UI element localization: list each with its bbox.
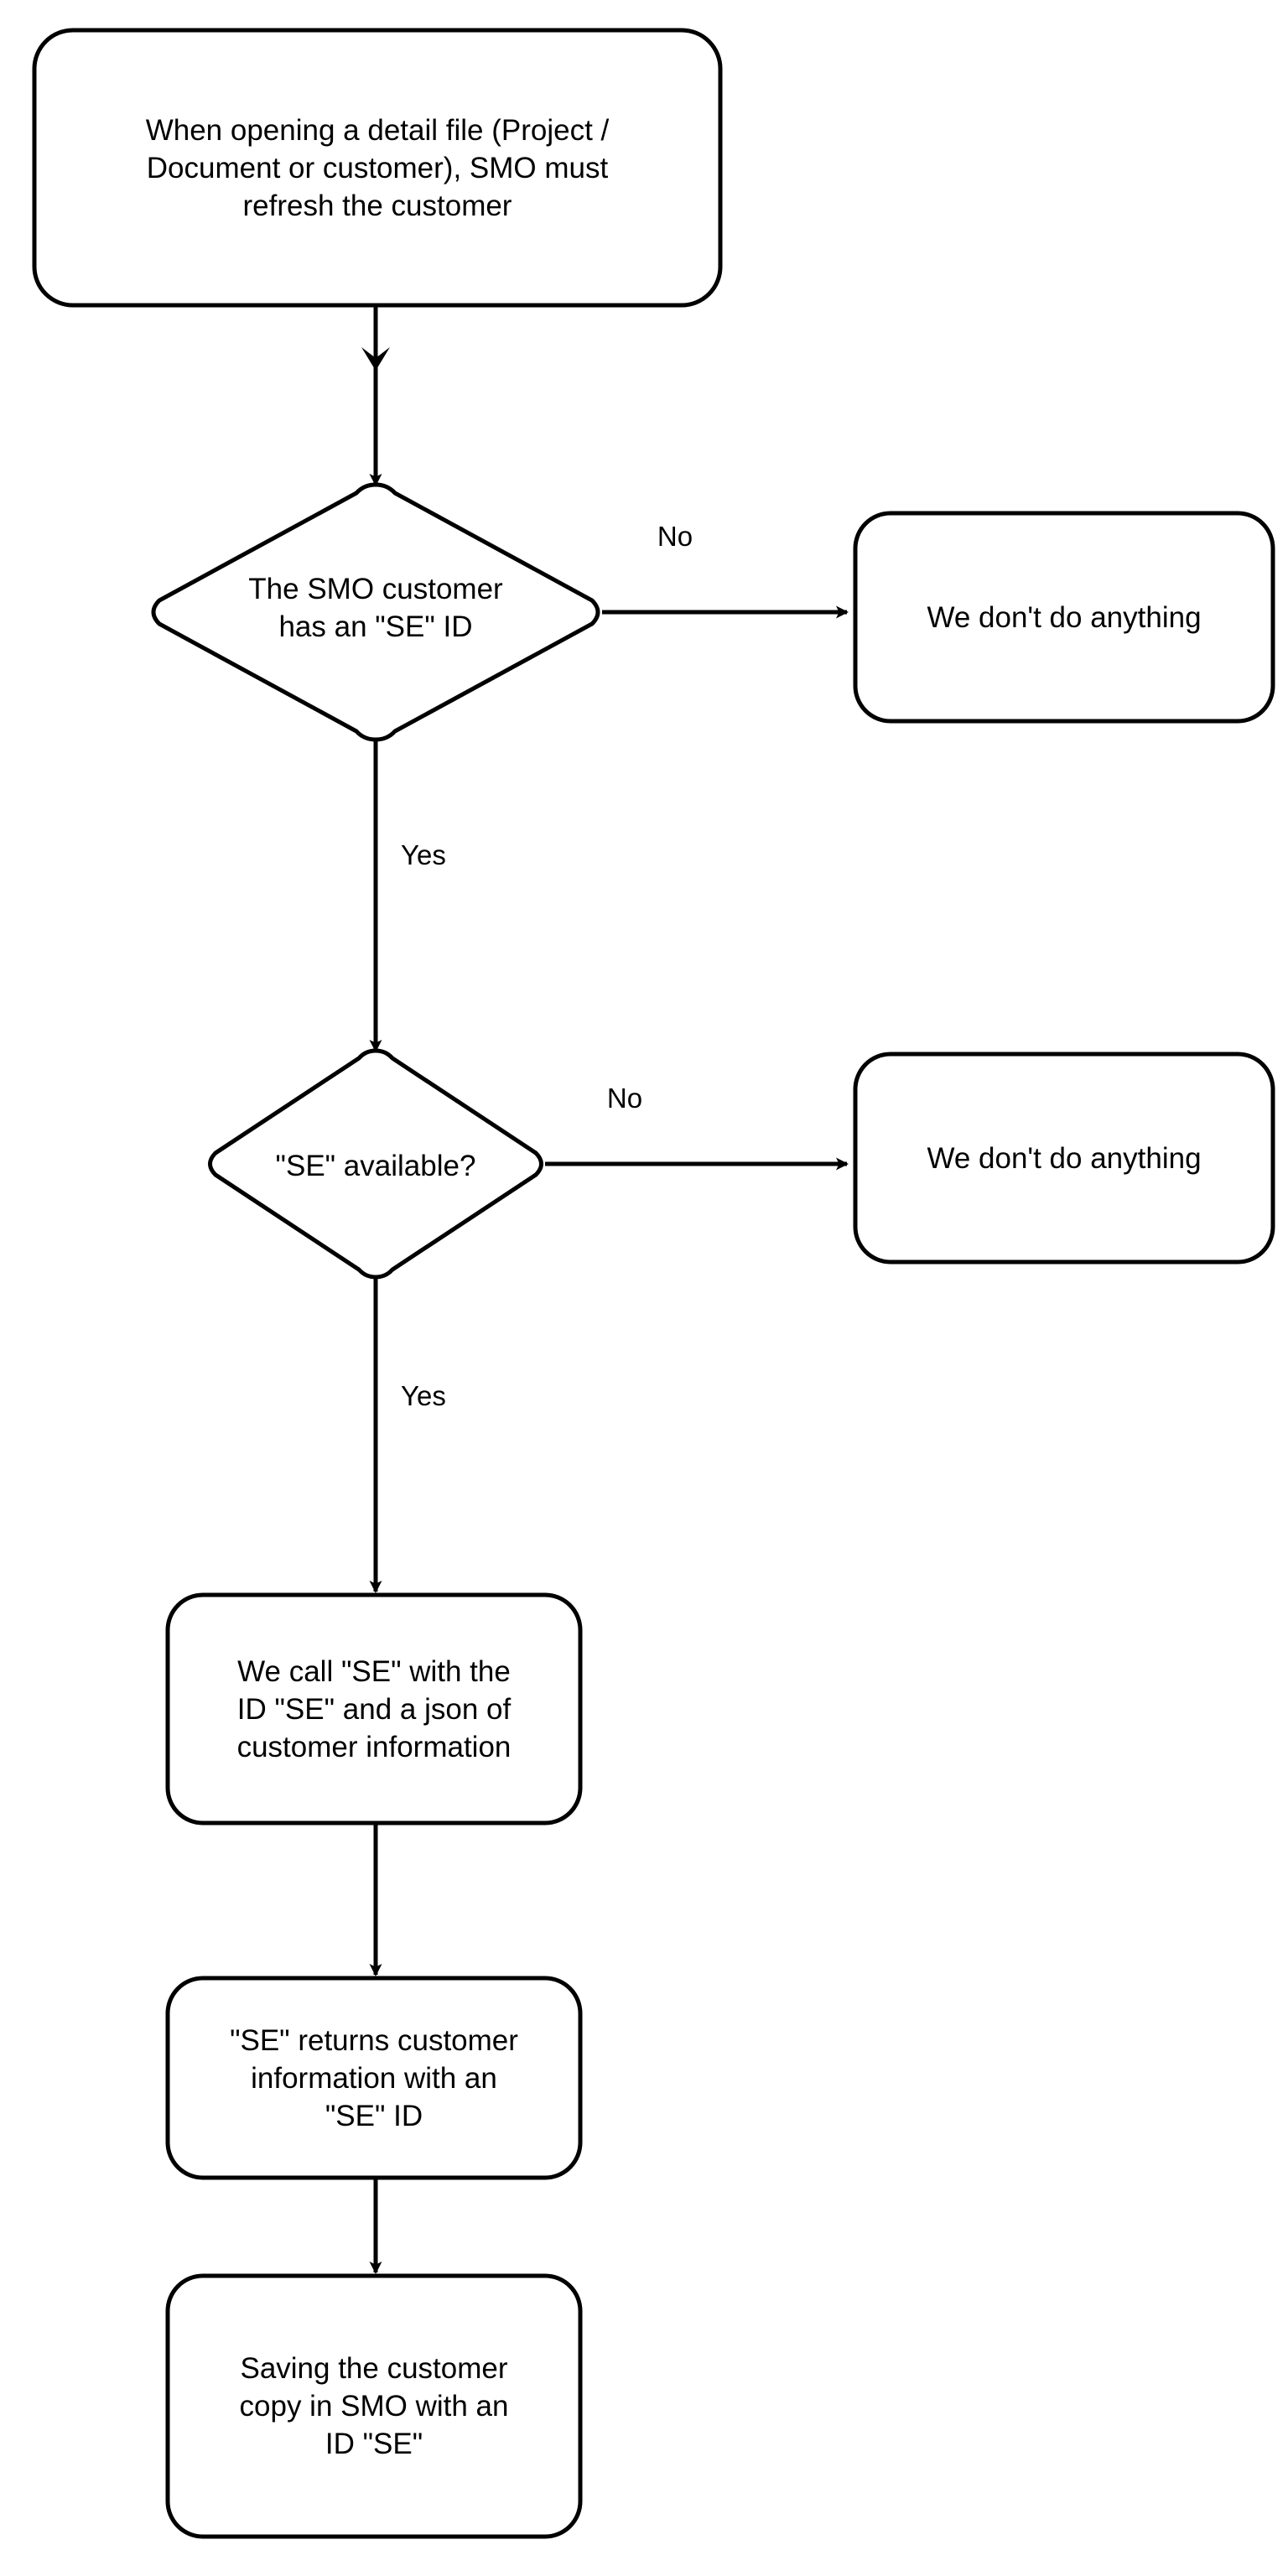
edge-label-decision1-no: No (657, 521, 693, 552)
node-decision-se-id-shape[interactable] (151, 482, 600, 742)
node-noop-1-shape[interactable] (853, 511, 1275, 724)
node-noop-2-shape[interactable] (853, 1052, 1275, 1265)
edge-label-decision2-no: No (606, 1083, 643, 1114)
node-se-returns-shape[interactable] (165, 1976, 583, 2180)
node-decision-se-available-shape[interactable] (208, 1048, 543, 1280)
mid-arrowhead-icon (361, 347, 390, 371)
node-start-shape[interactable] (32, 28, 723, 308)
edge-start-to-decision1 (361, 305, 390, 486)
node-call-se-shape[interactable] (165, 1592, 583, 1826)
edge-label-decision1-yes: Yes (401, 839, 446, 870)
edge-label-decision2-yes: Yes (401, 1380, 446, 1411)
node-save-copy-shape[interactable] (165, 2273, 583, 2539)
